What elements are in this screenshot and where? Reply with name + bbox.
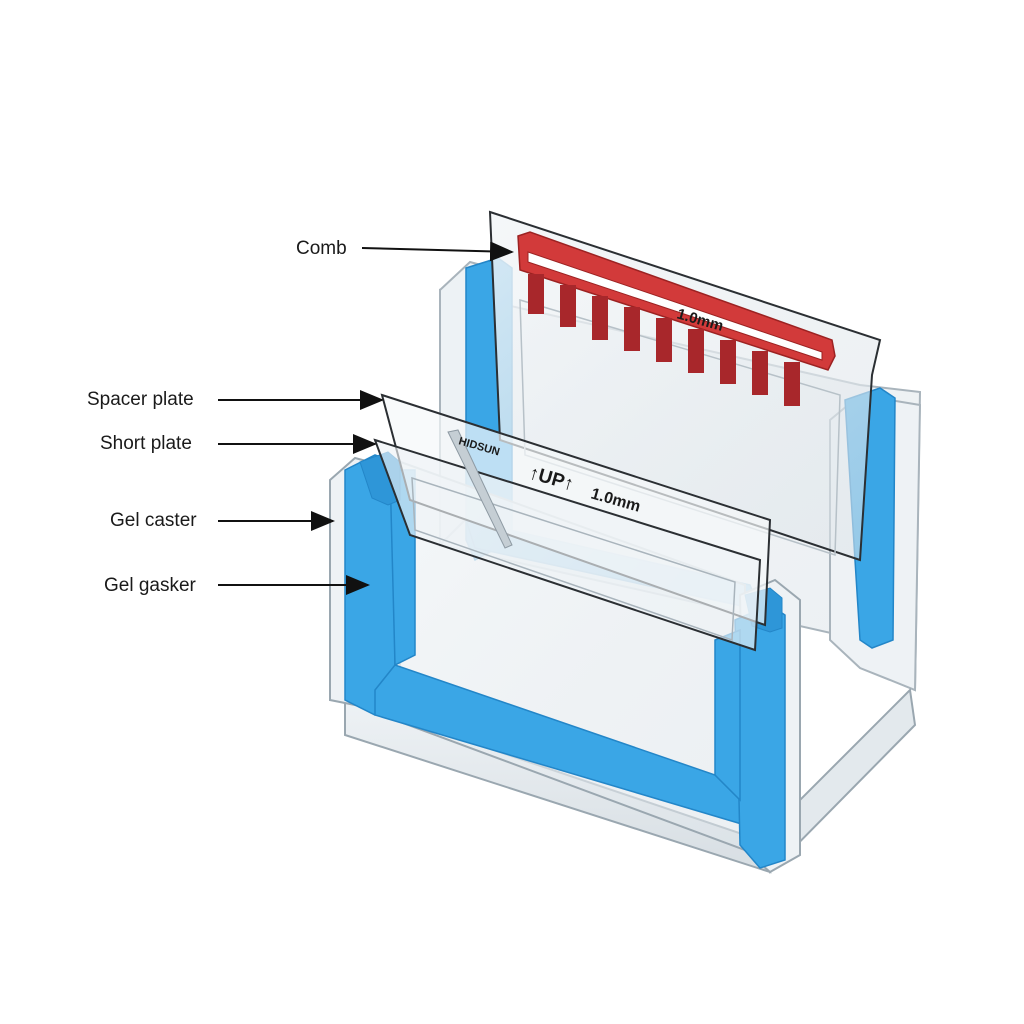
comb-label: Comb: [296, 238, 347, 259]
comb-tooth: [688, 329, 704, 373]
spacer-plate-label: Spacer plate: [87, 389, 194, 410]
rear-glass-plate: [488, 210, 882, 562]
leader-arrows: [218, 241, 514, 595]
comb: [517, 231, 836, 406]
gasket-right-inner-arm: [714, 628, 741, 802]
comb-tooth: [528, 274, 544, 314]
comb-tooth: [560, 285, 576, 327]
rear-glass-plate-assembly: 1.0mm: [488, 210, 882, 562]
gel-caster-label: Gel caster: [110, 510, 197, 531]
gel-gasket: [344, 451, 786, 869]
glass-plate-sandwich: HIDSUN ↑UP↑ 1.0mm: [373, 393, 772, 652]
short-plate: [373, 438, 762, 652]
comb-inner-slot: [527, 251, 823, 361]
comb-tooth: [752, 351, 768, 395]
comb-teeth: [528, 274, 800, 406]
comb-tooth: [624, 307, 640, 351]
short-plate-label: Short plate: [100, 433, 192, 454]
plate-inner-frame: [411, 476, 736, 642]
plate-clamp-bar: [447, 429, 513, 549]
comb-tooth: [592, 296, 608, 340]
comb-tooth: [784, 362, 800, 406]
comb-tooth: [720, 340, 736, 384]
comb-tooth: [656, 318, 672, 362]
comb-leader-arrow: [361, 241, 514, 262]
gel-gasket-label: Gel gasker: [104, 575, 196, 596]
